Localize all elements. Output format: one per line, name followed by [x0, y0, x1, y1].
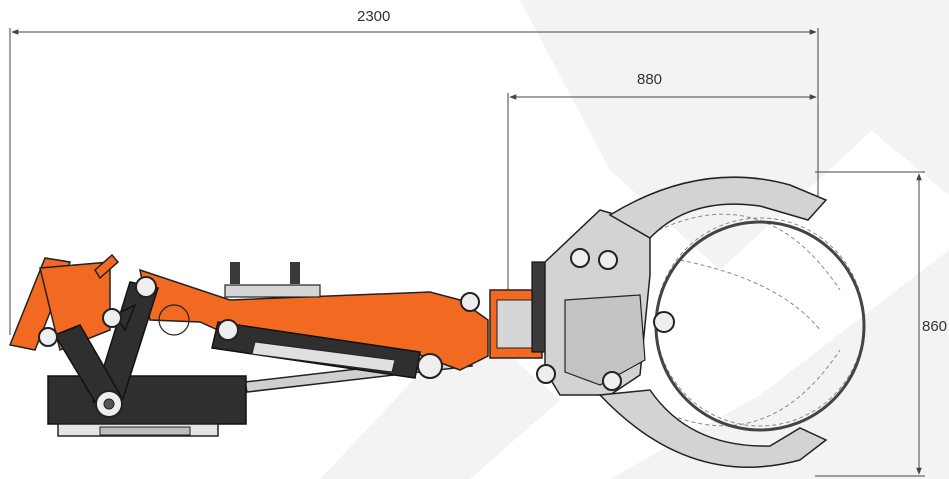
grapple-lower-jaw — [598, 389, 828, 468]
base-mount — [8, 253, 120, 352]
watermark-logo — [320, 0, 949, 479]
pivot-pins — [38, 276, 480, 418]
dimension-label-gripper-length: 880 — [637, 71, 663, 88]
dimension-lines — [9, 28, 925, 477]
main-boom — [139, 262, 489, 371]
lower-cylinder-block — [47, 375, 247, 425]
grapple-body — [544, 209, 651, 396]
dimension-label-overall-length: 2300 — [357, 8, 391, 25]
grapple-pins — [536, 248, 675, 391]
hydraulic-cylinder — [211, 321, 421, 379]
dimension-label-gripper-height: 860 — [922, 318, 948, 335]
grapple-upper-jaw — [608, 176, 828, 239]
